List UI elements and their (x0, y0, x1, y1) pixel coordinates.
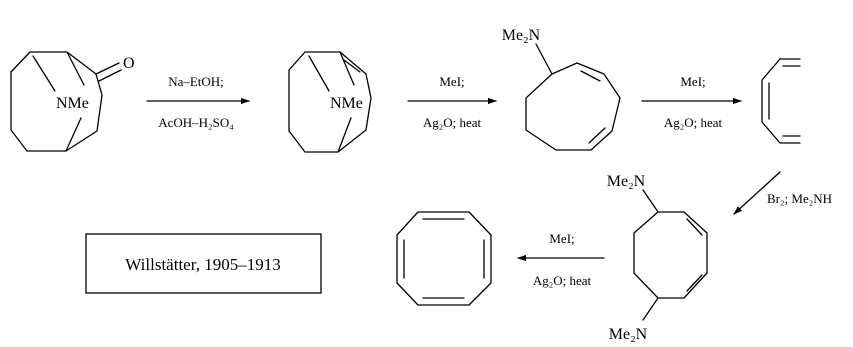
reaction-step-3: MeI; Ag₂O; heat (641, 74, 742, 130)
compound-bicyclic-alkene: NMe (288, 51, 372, 153)
compound-cyclooctatriene (761, 58, 801, 144)
step-4-reagent: Br₂; Me₂NH (767, 191, 832, 206)
step-2-reagent-line1: MeI; (439, 74, 464, 89)
reaction-step-1: Na–EtOH; AcOH–H₂SO₄ (146, 74, 250, 130)
reaction-step-5: MeI; Ag₂O; heat (517, 231, 605, 288)
step-2-reagent-line2: Ag₂O; heat (423, 115, 482, 130)
title-box-frame (85, 233, 322, 294)
dimethylamino-top-label: Me₂N (607, 173, 646, 190)
dimethylamino-label: Me₂N (502, 27, 541, 44)
compound-pseudopelletierine: O NMe (10, 51, 135, 152)
compound-cyclooctatetraene (396, 211, 492, 306)
title-box-text: Willstätter, 1905–1913 (125, 255, 280, 274)
step-5-reagent-line2: Ag₂O; heat (533, 273, 592, 288)
step-3-reagent-line1: MeI; (680, 74, 705, 89)
n-methyl-label: NMe (330, 95, 363, 112)
reaction-arrow (733, 171, 781, 215)
step-1-reagent-line1: Na–EtOH; (168, 74, 224, 89)
dimethylamino-bottom-label: Me₂N (609, 326, 648, 343)
carbonyl-oxygen-label: O (123, 55, 135, 72)
reaction-step-4: Br₂; Me₂NH (733, 171, 832, 215)
n-methyl-label: NMe (56, 95, 89, 112)
step-3-reagent-line2: Ag₂O; heat (664, 115, 723, 130)
step-5-reagent-line1: MeI; (549, 231, 574, 246)
compound-bis-dimethylamino-cyclooctadiene: Me₂N Me₂N (607, 173, 708, 343)
step-1-reagent-line2: AcOH–H₂SO₄ (158, 115, 234, 130)
title-box: Willstätter, 1905–1913 (85, 233, 322, 294)
reaction-step-2: MeI; Ag₂O; heat (407, 74, 497, 130)
compound-dimethylamino-cyclooctadiene: Me₂N (502, 27, 621, 151)
